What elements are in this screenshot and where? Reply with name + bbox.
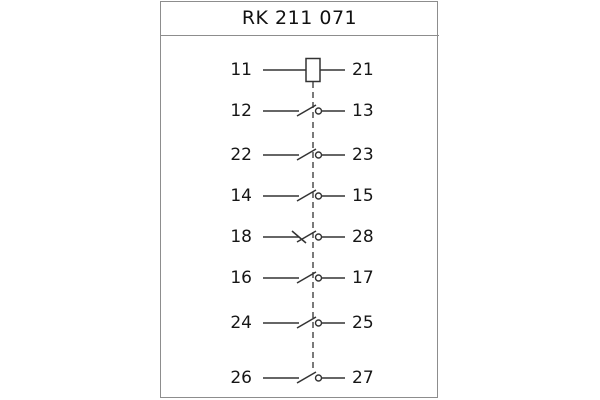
terminal-label: 16 xyxy=(230,268,252,288)
terminal-label: 22 xyxy=(230,145,252,165)
terminal-label: 26 xyxy=(230,368,252,388)
terminal-label: 27 xyxy=(352,368,374,388)
terminal-label: 13 xyxy=(352,101,374,121)
diagram-title: RK 211 071 xyxy=(241,7,358,29)
terminal-label: 25 xyxy=(352,313,374,333)
terminal-label: 14 xyxy=(230,186,252,206)
terminal-label: 17 xyxy=(352,268,374,288)
terminal-label: 28 xyxy=(352,227,374,247)
terminal-label: 24 xyxy=(230,313,252,333)
terminal-label: 23 xyxy=(352,145,374,165)
terminal-label: 18 xyxy=(230,227,252,247)
title-bar: RK 211 071 xyxy=(160,1,439,36)
relay-diagram-box xyxy=(160,1,438,398)
terminal-label: 15 xyxy=(352,186,374,206)
terminal-label: 12 xyxy=(230,101,252,121)
terminal-label: 11 xyxy=(230,60,252,80)
terminal-label: 21 xyxy=(352,60,374,80)
